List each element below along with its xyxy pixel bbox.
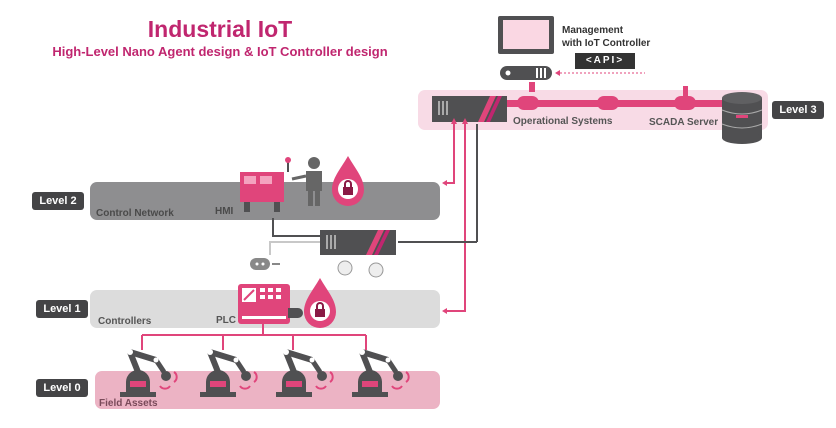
robot-arm-icon: [120, 349, 178, 397]
power-plug-icon: [250, 258, 280, 270]
api-badge: <API>: [575, 53, 635, 69]
level1-badge: Level 1: [36, 300, 88, 318]
hmi-machine-icon: [240, 157, 291, 212]
plc-label: PLC: [216, 315, 236, 326]
security-lock-icon-level2: [332, 156, 364, 206]
controllers-label: Controllers: [98, 316, 152, 327]
management-label: Management with IoT Controller: [562, 24, 650, 50]
hmi-label: HMI: [215, 206, 234, 217]
scada-database-icon: [721, 92, 763, 144]
management-line2: with IoT Controller: [562, 38, 651, 49]
plc-controller-icon: [238, 284, 303, 324]
level2-badge: Level 2: [32, 192, 84, 210]
robot-arm-icon: [276, 349, 334, 397]
level0-badge: Level 0: [36, 379, 88, 397]
management-monitor-icon: [498, 16, 554, 54]
level0-band: [95, 371, 440, 409]
security-lock-icon-level1: [304, 278, 336, 328]
management-server-icon: [500, 66, 552, 80]
scada-server-label: SCADA Server: [649, 117, 719, 128]
field-assets-label: Field Assets: [99, 398, 158, 409]
level3-badge: Level 3: [772, 101, 824, 119]
hand-icon: [337, 260, 353, 276]
device-icon: [368, 262, 384, 278]
diagram-title: Industrial IoT: [147, 16, 293, 42]
robot-arm-icon: [352, 349, 410, 397]
level3-gateway-icon: [432, 96, 507, 122]
robot-arm-icon: [200, 349, 258, 397]
diagram-subtitle: High-Level Nano Agent design & IoT Contr…: [52, 44, 388, 59]
operational-systems-label: Operational Systems: [513, 116, 613, 127]
control-gateway-icon: [320, 230, 396, 255]
operator-person-icon: [291, 157, 322, 206]
management-line1: Management: [562, 25, 624, 36]
control-network-label: Control Network: [96, 208, 174, 219]
